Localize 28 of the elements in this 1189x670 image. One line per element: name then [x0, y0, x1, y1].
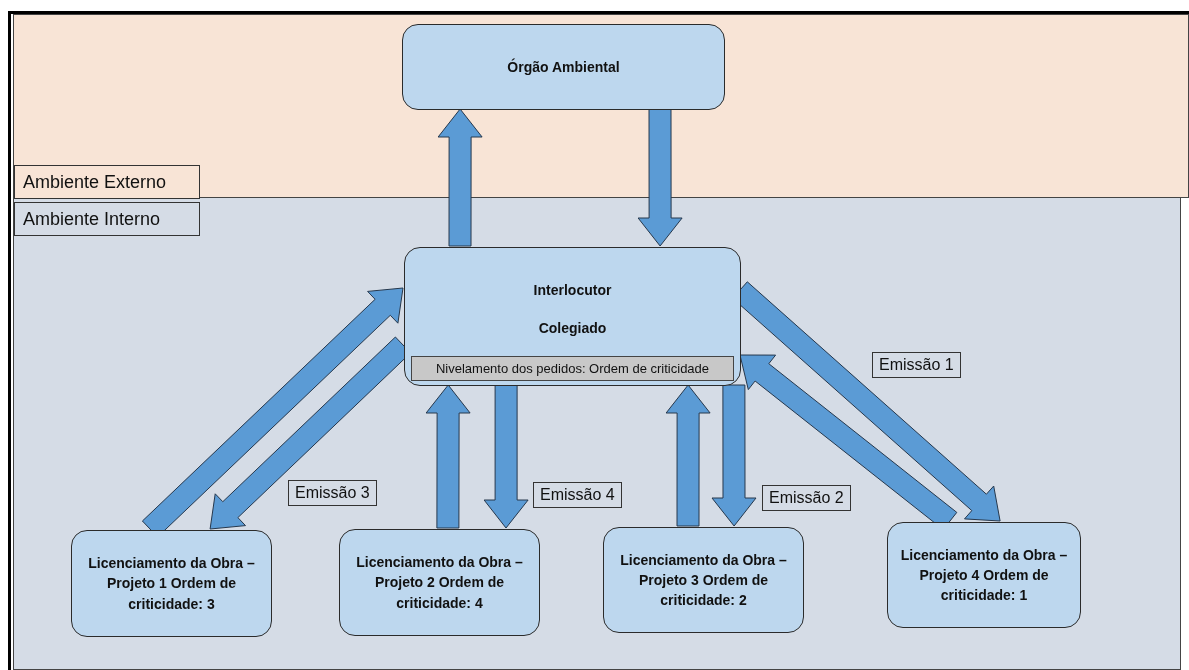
box-text: Licenciamento da Obra – Projeto 4 Ordem de criticidade: 1: [899, 545, 1069, 606]
edge-label: Emissão 3: [288, 480, 377, 506]
process-box: [603, 527, 804, 633]
edge-label: Emissão 1: [872, 352, 961, 378]
block-arrow: [425, 384, 471, 529]
process-box: [404, 247, 741, 386]
block-arrow: [437, 108, 483, 247]
region-label: Ambiente Interno: [14, 202, 200, 236]
block-arrow: [711, 384, 757, 527]
box-text: Interlocutor: [533, 281, 612, 300]
process-box: [71, 530, 272, 637]
region-label: Ambiente Externo: [14, 165, 200, 199]
box-text: Licenciamento da Obra – Projeto 3 Ordem de criticidade: 2: [619, 550, 788, 611]
process-box: [887, 522, 1081, 628]
block-arrow: [665, 384, 711, 527]
box-text: Órgão Ambiental: [507, 57, 620, 77]
criteria-label: Nivelamento dos pedidos: Ordem de criticidade: [411, 356, 734, 381]
block-arrow: [483, 384, 529, 529]
process-box: [339, 529, 540, 636]
internal-region: [13, 197, 1181, 670]
process-box: [402, 24, 725, 110]
box-text: Colegiado: [538, 319, 607, 339]
edge-label: Emissão 4: [533, 482, 622, 508]
external-region: [13, 14, 1189, 198]
block-arrow: [637, 108, 683, 247]
box-text: Licenciamento da Obra – Projeto 2 Ordem de criticidade: 4: [355, 553, 524, 613]
edge-label: Emissão 2: [762, 485, 851, 511]
box-text: Licenciamento da Obra – Projeto 1 Ordem de criticidade: 3: [87, 554, 256, 614]
